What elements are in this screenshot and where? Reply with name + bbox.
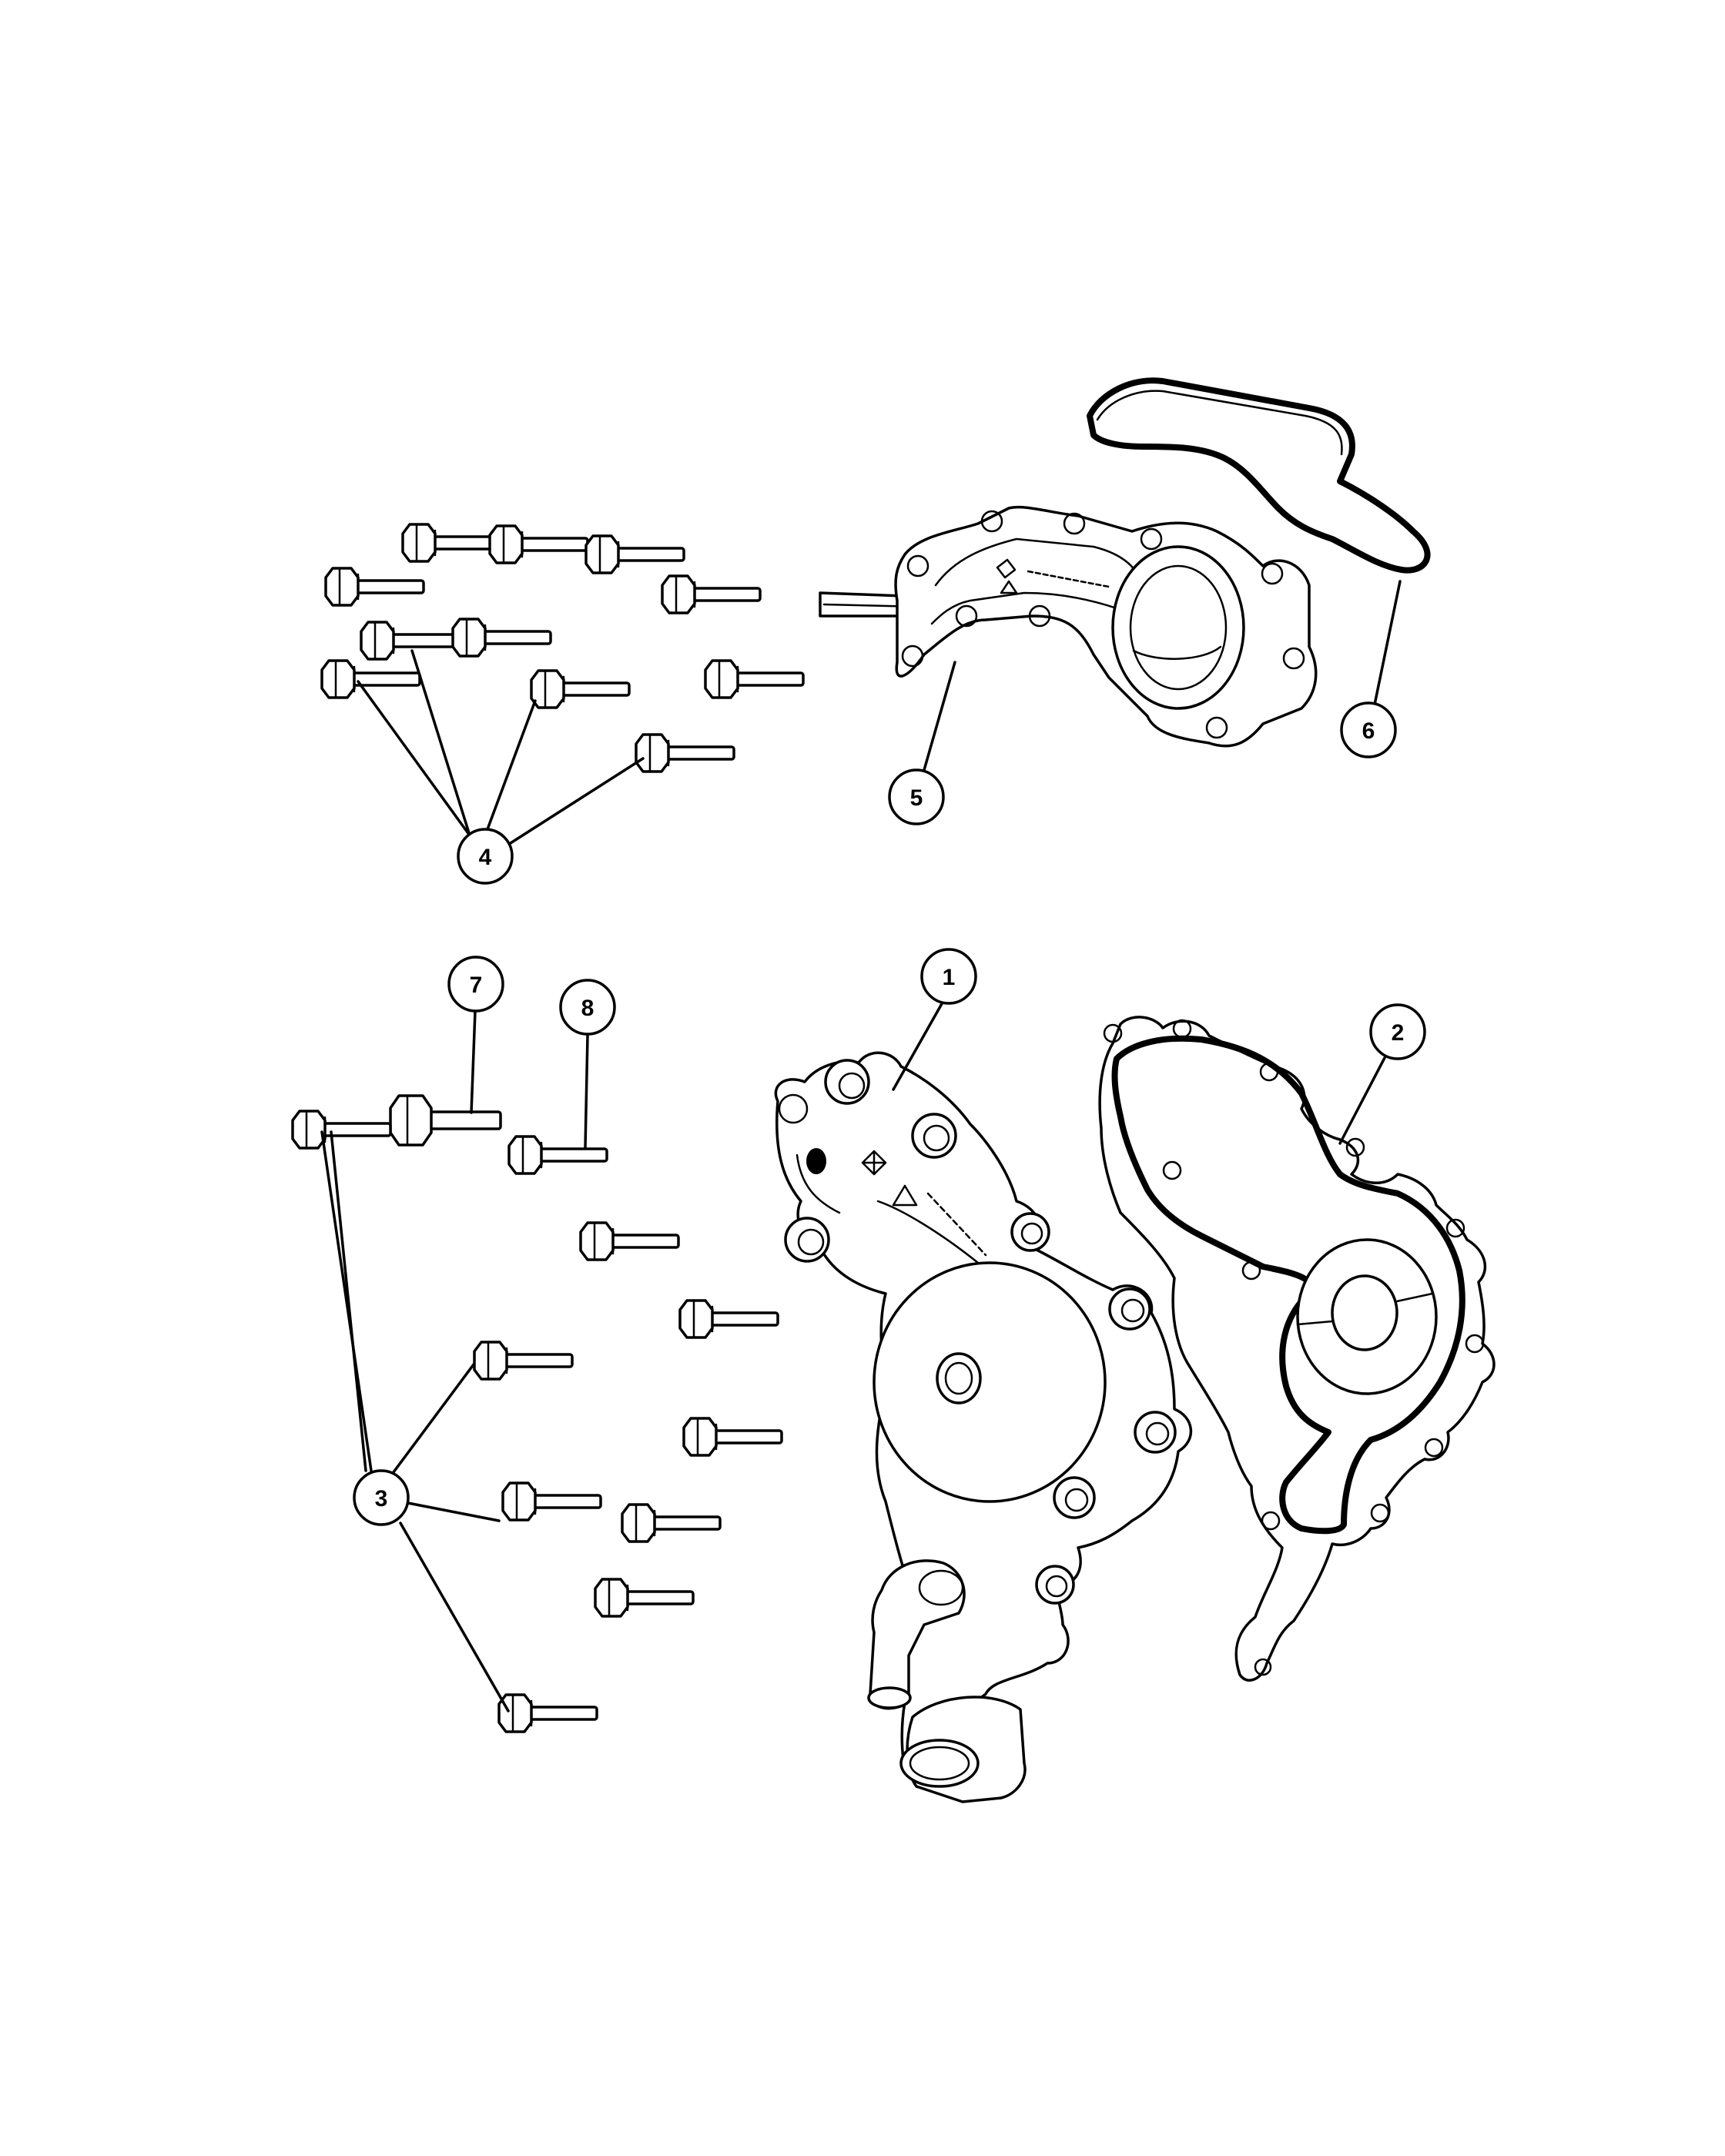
- water-pump-bolt: [621, 1503, 722, 1543]
- callout-circle: [1340, 701, 1397, 758]
- leader-line-4: [484, 699, 537, 837]
- leader-line-4: [357, 680, 471, 837]
- callout-7: 7: [447, 956, 504, 1013]
- callout-number: 6: [1362, 718, 1375, 744]
- housing-bolts-group: [320, 523, 805, 773]
- housing-gasket: [1087, 377, 1431, 574]
- leader-line-3: [399, 1522, 510, 1712]
- callout-2: 2: [1369, 1003, 1426, 1060]
- water-pump-bolt: [579, 1221, 680, 1261]
- leader-line-3: [407, 1502, 501, 1522]
- callout-5: 5: [888, 768, 945, 825]
- callout-circle: [457, 828, 514, 885]
- leader-line-8: [584, 1034, 589, 1149]
- callout-circle: [888, 768, 945, 825]
- leader-line-4: [410, 649, 471, 837]
- housing-bolt: [530, 669, 631, 709]
- callout-number: 4: [479, 845, 492, 870]
- water-pump: [774, 1051, 1192, 1803]
- leader-line-1: [892, 999, 945, 1091]
- callout-number: 7: [470, 973, 483, 998]
- housing-bolt: [704, 659, 805, 699]
- callout-1: 1: [920, 948, 977, 1005]
- leader-line-7: [470, 1009, 477, 1114]
- housing-bolt: [320, 659, 421, 699]
- callout-number: 3: [375, 1486, 388, 1512]
- leader-line-6: [1373, 580, 1402, 706]
- housing-bolt: [324, 567, 425, 607]
- leader-line-4: [503, 757, 645, 849]
- leader-line-3: [330, 1130, 367, 1472]
- leader-lines: [320, 580, 1402, 1712]
- housing-bolt: [635, 733, 735, 773]
- callout-number: 1: [943, 965, 956, 990]
- callout-4: 4: [457, 828, 514, 885]
- water-pump-bolt: [473, 1341, 574, 1381]
- water-pump-bolt: [678, 1299, 779, 1339]
- water-pump-bolt: [594, 1578, 695, 1618]
- callout-circle: [1369, 1003, 1426, 1060]
- callout-number: 8: [581, 996, 595, 1021]
- leader-line-3: [387, 1363, 475, 1480]
- water-pump-bolt: [682, 1417, 783, 1457]
- water-pump-gasket: [1098, 1016, 1496, 1682]
- callout-number: 5: [910, 785, 923, 811]
- water-pump-bolt: [291, 1110, 392, 1150]
- bolt: [507, 1135, 608, 1175]
- callout-6: 6: [1340, 701, 1397, 758]
- water-outlet-housing: [819, 505, 1318, 748]
- leader-line-3: [320, 1130, 373, 1472]
- water-pump-bolts-group: [291, 1110, 783, 1733]
- housing-bolt: [584, 534, 685, 574]
- housing-bolt: [360, 621, 461, 661]
- water-pump-bolt: [501, 1481, 602, 1522]
- callout-number: 2: [1392, 1020, 1405, 1046]
- callout-8: 8: [559, 979, 616, 1036]
- housing-bolt: [401, 523, 502, 563]
- leader-line-5: [923, 661, 956, 772]
- housing-bolt: [488, 524, 589, 564]
- leader-line-2: [1338, 1053, 1388, 1145]
- callout-circle: [559, 979, 616, 1036]
- housing-bolt: [661, 574, 762, 614]
- water-pump-bolt: [497, 1693, 598, 1733]
- callout-3: 3: [353, 1469, 410, 1526]
- callout-circle: [353, 1469, 410, 1526]
- callout-circle: [920, 948, 977, 1005]
- housing-bolt: [451, 618, 552, 658]
- stud-bolt: [389, 1094, 502, 1147]
- callout-circle: [447, 956, 504, 1013]
